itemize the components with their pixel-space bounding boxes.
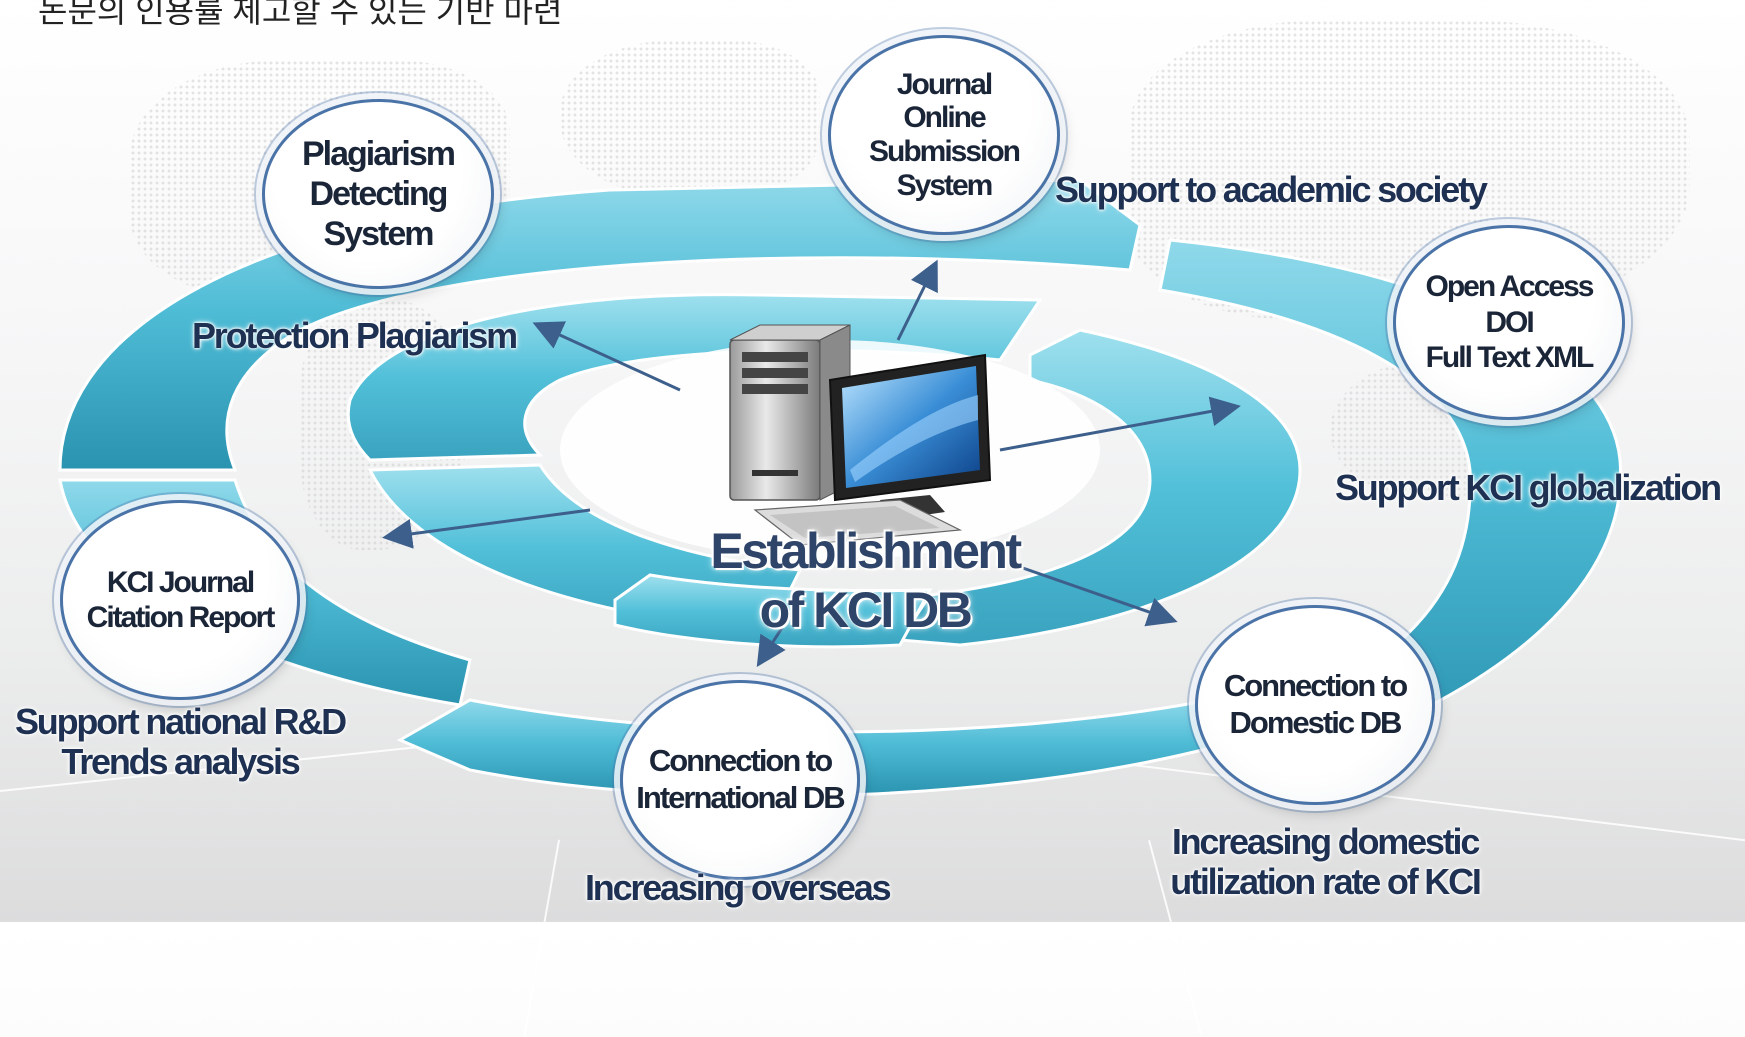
label-increasing-overseas: Increasing overseas bbox=[585, 867, 892, 908]
label-increasing-domestic: Increasing domestic utilization rate of … bbox=[1160, 821, 1490, 903]
node-citation-report-text: KCI Journal Citation Report bbox=[86, 565, 276, 634]
node-plagiarism-text: Plagiarism Detecting System bbox=[302, 134, 456, 254]
node-journal-online: Journal Online Submission System bbox=[828, 35, 1060, 235]
node-international-db: Connection to International DB bbox=[620, 680, 860, 880]
label-support-rnd-line2: Trends analysis bbox=[61, 741, 300, 783]
label-support-rnd-line1: Support national R&D bbox=[15, 701, 347, 742]
arrow-to-citation bbox=[382, 508, 591, 549]
computer-illustration bbox=[729, 324, 992, 546]
center-title-line2: of KCI DB bbox=[759, 582, 973, 638]
arrow-to-international bbox=[756, 599, 802, 668]
connector-arrows bbox=[382, 259, 1241, 668]
node-open-access: Open Access DOI Full Text XML bbox=[1393, 225, 1625, 420]
diagram-stage: 논문의 인용률 제고할 수 있는 기반 마련 Establishment of … bbox=[10, 0, 1723, 908]
arrow-to-globalization bbox=[999, 396, 1241, 452]
world-map-dots-eu bbox=[560, 40, 820, 200]
node-open-access-text: Open Access DOI Full Text XML bbox=[1425, 270, 1595, 375]
label-support-rnd: Support national R&D Trends analysis bbox=[10, 701, 350, 783]
label-support-academic: Support to academic society bbox=[1055, 169, 1488, 210]
center-title: Establishment of KCI DB bbox=[690, 522, 1040, 640]
label-protection-plagiarism: Protection Plagiarism bbox=[192, 315, 518, 356]
node-domestic-db: Connection to Domestic DB bbox=[1195, 605, 1435, 805]
label-increasing-domestic-line2: utilization rate of KCI bbox=[1170, 861, 1482, 903]
middle-ring-segment bbox=[897, 328, 1302, 647]
arrow-to-plagiarism bbox=[532, 321, 681, 392]
middle-ring-segment bbox=[613, 573, 933, 649]
node-journal-online-text: Journal Online Submission System bbox=[868, 67, 1021, 202]
center-title-line1: Establishment bbox=[710, 523, 1022, 579]
node-plagiarism: Plagiarism Detecting System bbox=[262, 99, 494, 289]
label-support-globalization: Support KCI globalization bbox=[1335, 467, 1722, 508]
label-increasing-domestic-line1: Increasing domestic bbox=[1171, 821, 1481, 862]
node-international-db-text: Connection to International DB bbox=[636, 743, 845, 815]
arrow-to-journal bbox=[896, 259, 938, 341]
arrow-to-domestic bbox=[1019, 565, 1178, 627]
node-domestic-db-text: Connection to Domestic DB bbox=[1223, 668, 1408, 740]
node-citation-report: KCI Journal Citation Report bbox=[60, 500, 300, 700]
page-title: 논문의 인용률 제고할 수 있는 기반 마련 bbox=[38, 0, 563, 29]
